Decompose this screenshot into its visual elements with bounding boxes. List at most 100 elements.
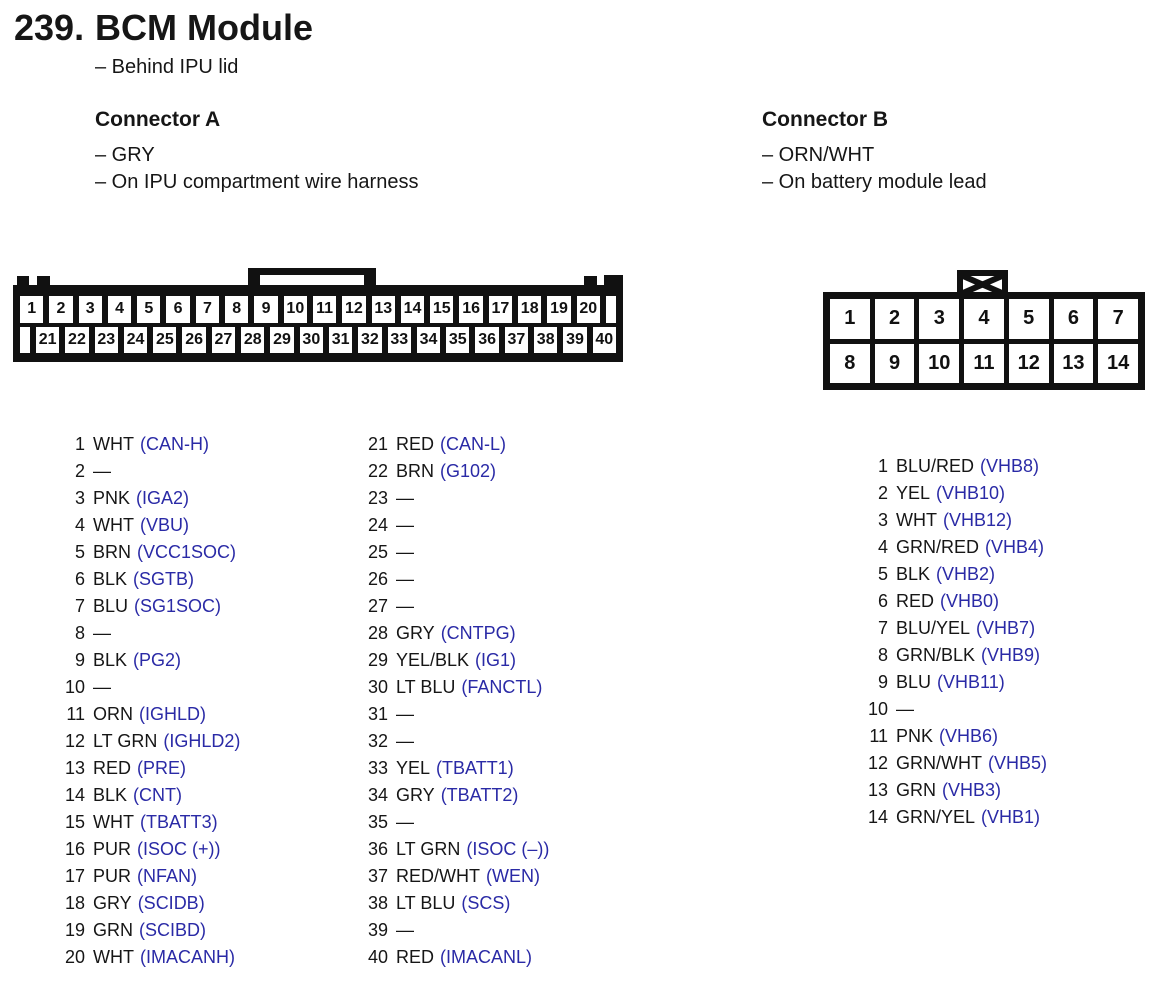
pin-wire-color: BLK <box>93 569 128 589</box>
pin-row: 5 BRN (VCC1SOC) <box>51 539 240 566</box>
pin-row: 6 RED (VHB0) <box>854 588 1047 615</box>
pin-number: 9 <box>74 650 85 670</box>
pin-wire-color: BLU/RED <box>896 456 975 476</box>
pin-number: 36 <box>367 839 388 859</box>
pin-signal: (VHB9) <box>981 645 1041 665</box>
pin-number: 1 <box>74 434 85 454</box>
connector-a-corner-tab <box>604 275 623 288</box>
pin-row: 34 GRY (TBATT2) <box>354 782 549 809</box>
connector-a-pin-cell: 24 <box>123 326 148 353</box>
connector-a-pin-cell: 21 <box>36 326 60 353</box>
connector-b-pin-cell: 8 <box>830 343 870 383</box>
connector-a-pin-cell: 22 <box>65 326 89 353</box>
pin-row: 13 GRN (VHB3) <box>854 777 1047 804</box>
connector-a-pin-cell: 19 <box>547 296 571 323</box>
pin-signal: (TBATT2) <box>440 785 519 805</box>
connector-a-pin-list-col2: 21 RED (CAN-L) 22 BRN (G102) 23 — 24 — <box>354 431 549 971</box>
pin-number: 19 <box>64 920 85 940</box>
pin-signal: (CNTPG) <box>440 623 516 643</box>
pin-wire-color: — <box>396 704 414 724</box>
pin-wire-color: BLU <box>896 672 932 692</box>
connector-a-pin-cell: 29 <box>270 326 294 353</box>
pin-wire-color: — <box>396 920 414 940</box>
connector-a-pin-cell: 28 <box>241 326 265 353</box>
pin-wire-color: — <box>396 488 414 508</box>
pin-wire-color: RED/WHT <box>396 866 480 886</box>
connector-b-note-location: – On battery module lead <box>762 171 987 193</box>
connector-a-pin-cell: 12 <box>342 296 366 323</box>
pin-number: 13 <box>64 758 85 778</box>
pin-row: 27 — <box>354 593 549 620</box>
pin-row: 4 GRN/RED (VHB4) <box>854 534 1047 561</box>
pin-number: 17 <box>64 866 85 886</box>
connector-a-pin-cell: 23 <box>94 326 118 353</box>
connector-a-pin-cell: 7 <box>195 296 220 323</box>
pin-row: 25 — <box>354 539 549 566</box>
pin-row: 3 WHT (VHB12) <box>854 507 1047 534</box>
pin-row: 10 — <box>854 696 1047 723</box>
pin-signal: (IMACANH) <box>139 947 235 967</box>
pin-row: 40 RED (IMACANL) <box>354 944 549 971</box>
pin-signal: (SGTB) <box>133 569 195 589</box>
pin-wire-color: GRY <box>93 893 132 913</box>
pin-wire-color: GRN/BLK <box>896 645 976 665</box>
connector-b-heading: Connector B <box>762 108 888 131</box>
pin-wire-color: YEL <box>396 758 431 778</box>
pin-wire-color: — <box>396 812 414 832</box>
connector-a-tab-left-1 <box>17 276 29 287</box>
connector-a-pin-cell: 39 <box>563 326 587 353</box>
pin-number: 30 <box>367 677 388 697</box>
pin-number: 8 <box>74 623 85 643</box>
pin-signal: (VHB11) <box>937 672 1005 692</box>
pin-signal: (VHB6) <box>939 726 999 746</box>
pin-row: 9 BLU (VHB11) <box>854 669 1047 696</box>
pin-wire-color: — <box>396 515 414 535</box>
connector-b-pin-cell: 11 <box>964 343 1004 383</box>
page-title-number: 239. <box>14 7 85 48</box>
pin-wire-color: LT BLU <box>396 893 456 913</box>
pin-wire-color: BLU/YEL <box>896 618 971 638</box>
pin-number: 24 <box>367 515 388 535</box>
page-subtitle: – Behind IPU lid <box>95 56 239 78</box>
pin-number: 11 <box>66 704 85 724</box>
pin-number: 4 <box>877 537 888 557</box>
pin-row: 10 — <box>51 674 240 701</box>
pin-number: 20 <box>64 947 85 967</box>
pin-wire-color: BLK <box>93 650 128 670</box>
connector-a-pin-cell: 6 <box>166 296 190 323</box>
pin-row: 21 RED (CAN-L) <box>354 431 549 458</box>
pin-wire-color: — <box>396 596 414 616</box>
connector-a-pin-list-col1: 1 WHT (CAN-H) 2 — 3 PNK (IGA2) 4 WHT (VB… <box>51 431 240 971</box>
connector-b-pin-cell: 14 <box>1098 343 1138 383</box>
pin-row: 36 LT GRN (ISOC (–)) <box>354 836 549 863</box>
pin-signal: (SG1SOC) <box>134 596 222 616</box>
connector-b-pin-cell: 2 <box>874 299 915 339</box>
pin-row: 28 GRY (CNTPG) <box>354 620 549 647</box>
pin-signal: (SCIBD) <box>139 920 206 940</box>
pin-row: 16 PUR (ISOC (+)) <box>51 836 240 863</box>
connector-a-pin-cell: 17 <box>488 296 513 323</box>
pin-number: 10 <box>867 699 888 719</box>
pin-row: 11 ORN (IGHLD) <box>51 701 240 728</box>
connector-b-pin-cell: 7 <box>1098 299 1138 339</box>
connector-b-pin-cell: 13 <box>1053 343 1094 383</box>
connector-b-pin-list: 1 BLU/RED (VHB8) 2 YEL (VHB10) 3 WHT (VH… <box>854 453 1047 831</box>
pin-number: 13 <box>867 780 888 800</box>
pin-row: 12 GRN/WHT (VHB5) <box>854 750 1047 777</box>
pin-number: 16 <box>64 839 85 859</box>
pin-number: 11 <box>869 726 888 746</box>
pin-wire-color: PNK <box>93 488 131 508</box>
connector-a-latch <box>248 268 376 288</box>
connector-a-pin-cell: 20 <box>576 296 600 323</box>
pin-wire-color: YEL <box>896 483 931 503</box>
pin-wire-color: WHT <box>93 515 134 535</box>
connector-a-pin-cell: 37 <box>504 326 529 353</box>
pin-number: 9 <box>877 672 888 692</box>
pin-wire-color: GRN <box>93 920 133 940</box>
pin-wire-color: — <box>396 569 414 589</box>
connector-a-pin-cell: 16 <box>459 296 483 323</box>
